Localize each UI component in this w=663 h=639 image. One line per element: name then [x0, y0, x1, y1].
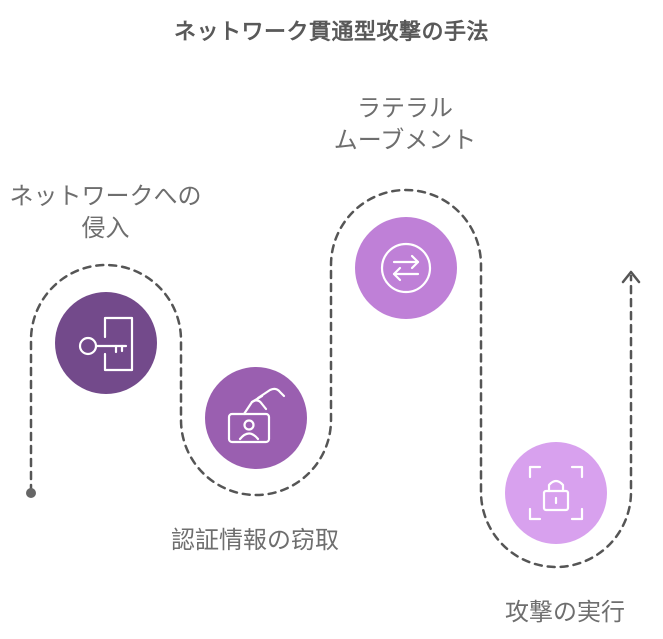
lock-scan-icon [528, 465, 584, 521]
step-2-label-line-1: 認証情報の窃取 [171, 526, 339, 554]
step-2-circle [205, 367, 307, 469]
step-3-label: ラテラル ムーブメント [300, 92, 510, 156]
step-4-label-line-1: 攻撃の実行 [505, 598, 625, 626]
step-3-label-line-1: ラテラル [357, 94, 453, 122]
step-4-circle [505, 442, 607, 544]
path-start-dot [26, 488, 36, 498]
step-3-label-line-2: ムーブメント [333, 126, 477, 154]
step-4-label: 攻撃の実行 [480, 596, 650, 628]
step-1-label: ネットワークへの 侵入 [0, 180, 211, 244]
step-1-circle [55, 292, 157, 394]
id-card-hand-icon [227, 387, 286, 444]
step-1-label-line-2: 侵入 [81, 214, 130, 242]
exchange-arrows-icon [380, 242, 432, 294]
step-2-label: 認証情報の窃取 [160, 524, 350, 556]
path-end-arrow [621, 270, 641, 284]
step-1-node [55, 292, 157, 394]
step-1-label-line-1: ネットワークへの [9, 182, 202, 210]
process-path [29, 188, 633, 569]
title: ネットワーク貫通型攻撃の手法 [173, 20, 489, 45]
step-3-node [355, 217, 457, 319]
step-2-node [205, 367, 307, 469]
step-4-node [505, 442, 607, 544]
key-door-icon [78, 316, 134, 372]
step-3-circle [355, 217, 457, 319]
